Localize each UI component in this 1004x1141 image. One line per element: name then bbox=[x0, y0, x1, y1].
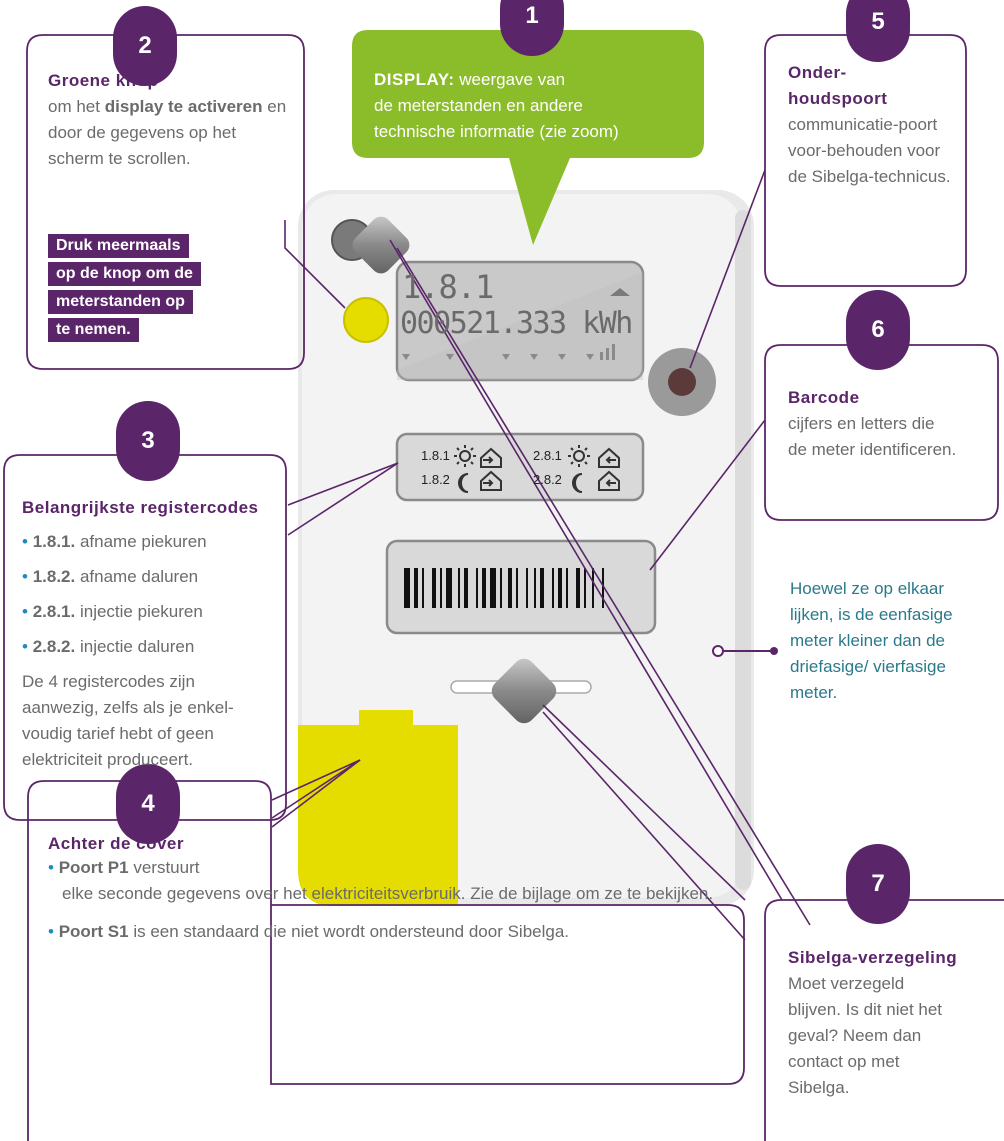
barcode-bar bbox=[584, 568, 586, 608]
callout-3-title: Belangrijkste registercodes bbox=[22, 498, 259, 517]
barcode-bar bbox=[458, 568, 460, 608]
green-button-icon bbox=[343, 297, 389, 343]
barcode-bar bbox=[508, 568, 512, 608]
callout-2-text: Groene knop om het display te activeren … bbox=[48, 68, 288, 172]
callout-2-hl4: te nemen. bbox=[48, 318, 139, 342]
barcode-bar bbox=[422, 568, 424, 608]
callout-5-title-1: Onder- bbox=[788, 63, 847, 82]
callout-2-hl2: op de knop om de bbox=[48, 262, 201, 286]
size-note: Hoewel ze op elkaar lijken, is de eenfas… bbox=[790, 579, 953, 702]
callout-5-desc: communicatie-poort voor-behouden voor de… bbox=[788, 115, 951, 186]
barcode-bar bbox=[558, 568, 562, 608]
callout-6-text: Barcode cijfers en letters die de meter … bbox=[788, 385, 958, 463]
port-s1-label: Poort S1 bbox=[58, 922, 129, 941]
callout-4-text: • Poort P1 verstuurt elke seconde gegeve… bbox=[48, 855, 728, 945]
callout-6-desc: cijfers en letters die de meter identifi… bbox=[788, 414, 957, 459]
callout-1-text: DISPLAY: weergave van de meterstanden en… bbox=[374, 67, 694, 145]
barcode-bar bbox=[516, 568, 518, 608]
callout-7-desc: Moet verzegeld blijven. Is dit niet het … bbox=[788, 974, 943, 1097]
callout-4-title: Achter de cover bbox=[48, 834, 184, 853]
barcode-bar bbox=[540, 568, 544, 608]
reg-3: 2.8.1 bbox=[533, 448, 562, 463]
callout-5-text: Onder- houdspoort communicatie-poort voo… bbox=[788, 60, 958, 190]
callout-1-number: 1 bbox=[525, 2, 539, 29]
callout-2-hl1: Druk meermaals bbox=[48, 234, 189, 258]
barcode-bar bbox=[552, 568, 554, 608]
barcode-bar bbox=[500, 568, 502, 608]
callout-7-number: 7 bbox=[871, 870, 885, 897]
callout-1-title: DISPLAY: bbox=[374, 70, 455, 89]
barcode-bar bbox=[602, 568, 604, 608]
callout-7-title: Sibelga-verzegeling bbox=[788, 948, 958, 967]
callout-2-text-b: en door de gegevens op het scherm te scr… bbox=[48, 97, 287, 168]
port-p1-label: Poort P1 bbox=[58, 858, 129, 877]
leader-lines bbox=[271, 169, 811, 941]
barcode-bar bbox=[464, 568, 468, 608]
lcd-register: 1.8.1 bbox=[402, 268, 494, 306]
callout-2-number: 2 bbox=[138, 32, 152, 59]
seal-top-icon bbox=[352, 216, 410, 274]
barcode-bar bbox=[404, 568, 410, 608]
callout-6-number: 6 bbox=[871, 316, 885, 343]
barcode-bar bbox=[526, 568, 528, 608]
callout-5-number: 5 bbox=[871, 8, 885, 35]
register-item: • 2.8.1. injectie piekuren bbox=[22, 602, 203, 621]
register-item: • 1.8.1. afname piekuren bbox=[22, 532, 207, 551]
barcode-bar bbox=[414, 568, 418, 608]
barcode bbox=[404, 568, 604, 608]
register-item: • 1.8.2. afname daluren bbox=[22, 567, 199, 586]
callout-2-highlight: Druk meermaals op de knop om de metersta… bbox=[48, 232, 201, 344]
lcd-reading: 000521.333 kWh bbox=[400, 306, 633, 341]
lcd-display bbox=[395, 260, 645, 382]
callout-6-title: Barcode bbox=[788, 388, 860, 407]
reg-2: 1.8.2 bbox=[421, 472, 450, 487]
callout-1-line2: de meterstanden en andere bbox=[374, 96, 583, 115]
barcode-bar bbox=[490, 568, 496, 608]
callout-3-footer: De 4 registercodes zijn aanwezig, zelfs … bbox=[22, 672, 234, 769]
port-p1-desc: elke seconde gegevens over het elektrici… bbox=[62, 884, 714, 903]
callout-3-text: Belangrijkste registercodes • 1.8.1. afn… bbox=[22, 495, 262, 773]
barcode-bar bbox=[566, 568, 568, 608]
barcode-bar bbox=[534, 568, 536, 608]
reg-1: 1.8.1 bbox=[421, 448, 450, 463]
maintenance-port-hole bbox=[668, 368, 696, 396]
callout-1-box bbox=[352, 30, 704, 245]
callout-1-line3: technische informatie (zie zoom) bbox=[374, 122, 619, 141]
yellow-cover bbox=[298, 710, 458, 906]
register-item: • 2.8.2. injectie daluren bbox=[22, 637, 195, 656]
barcode-panel bbox=[385, 539, 657, 635]
number-badges bbox=[113, 0, 910, 924]
callout-2-title: Groene knop bbox=[48, 71, 159, 90]
barcode-bar bbox=[576, 568, 580, 608]
barcode-bar bbox=[476, 568, 478, 608]
callout-2-hl3: meterstanden op bbox=[48, 290, 193, 314]
barcode-bar bbox=[432, 568, 436, 608]
reg-4: 2.8.2 bbox=[533, 472, 562, 487]
callout-3-number: 3 bbox=[141, 427, 155, 454]
seal-bottom-icon bbox=[491, 658, 557, 724]
barcode-bar bbox=[592, 568, 594, 608]
callout-7-text: Sibelga-verzegeling Moet verzegeld blijv… bbox=[788, 945, 998, 1101]
register-icons bbox=[454, 445, 620, 493]
barcode-bar bbox=[482, 568, 486, 608]
callout-5-title-2: houdspoort bbox=[788, 89, 888, 108]
barcode-bar bbox=[440, 568, 442, 608]
callout-2-bold: display te activeren bbox=[104, 97, 263, 116]
barcode-bar bbox=[446, 568, 452, 608]
callout-2-text-a: om het bbox=[48, 97, 100, 116]
callout-4-number: 4 bbox=[141, 790, 155, 817]
port-s1-desc: is een standaard die niet wordt onderste… bbox=[133, 922, 570, 941]
callout-1-line1: weergave van bbox=[459, 70, 566, 89]
note-arrow bbox=[712, 645, 778, 657]
